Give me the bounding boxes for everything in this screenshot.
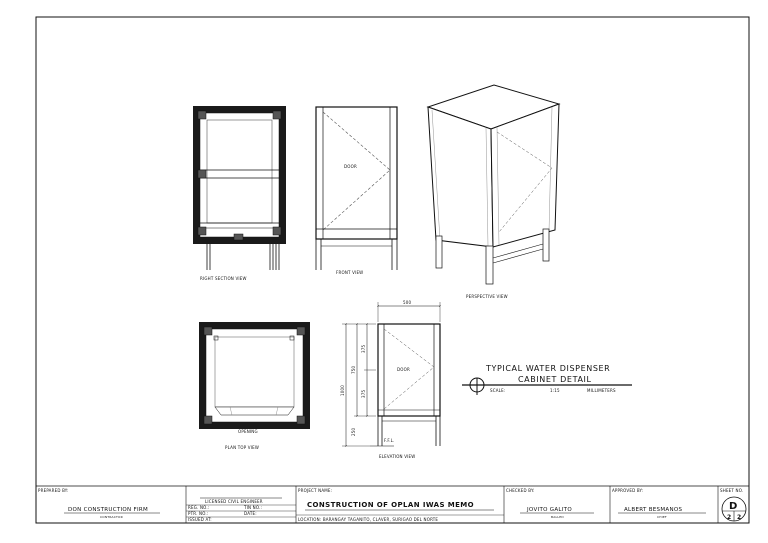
issued-at-label: ISSUED AT: bbox=[188, 517, 212, 522]
checked-by-label: CHECKED BY: bbox=[506, 488, 535, 493]
title-block: PREPARED BY: DON CONSTRUCTION FIRM CONTR… bbox=[36, 485, 749, 523]
ffl-label: F.F.L. bbox=[384, 438, 395, 443]
dim-middle: 750 bbox=[351, 366, 356, 374]
approved-by-label: APPROVED BY: bbox=[612, 488, 643, 493]
dim-leg: 250 bbox=[351, 428, 356, 436]
checked-by-role: BALLED bbox=[551, 515, 564, 519]
approved-by-name: ALBERT BESMANOS bbox=[624, 507, 682, 513]
elevation-view-label: ELEVATION VIEW bbox=[379, 454, 415, 459]
project-location: LOCATION: BARANGAY TAGANITO, CLAVER, SUR… bbox=[298, 517, 438, 522]
ptr-no-label: PTR. NO.: bbox=[188, 511, 208, 516]
sheet-num: 2 bbox=[727, 514, 731, 521]
detail-title-line2: CABINET DETAIL bbox=[518, 375, 592, 384]
sheet-border bbox=[35, 16, 750, 524]
perspective-view-label: PERSPECTIVE VIEW bbox=[466, 294, 508, 299]
firm-name: DON CONSTRUCTION FIRM bbox=[68, 507, 148, 513]
dim-upper: 375 bbox=[361, 345, 366, 353]
front-view: DOOR FRONT VIEW bbox=[315, 106, 398, 275]
dim-lower: 375 bbox=[361, 390, 366, 398]
detail-title-line1: TYPICAL WATER DISPENSER bbox=[485, 364, 610, 373]
plan-top-view: OPENING PLAN TOP VIEW bbox=[199, 322, 310, 450]
approved-by-role: CHIEF bbox=[657, 515, 667, 519]
firm-role: CONTRACTOR bbox=[100, 515, 123, 519]
dim-width: 500 bbox=[403, 300, 411, 305]
scale-value: 1:15 bbox=[550, 388, 560, 393]
front-view-label: FRONT VIEW bbox=[336, 270, 363, 275]
scale-units: MILLIMETERS bbox=[587, 388, 616, 393]
perspective-view: PERSPECTIVE VIEW bbox=[426, 84, 561, 299]
tin-no-label: TIN NO.: bbox=[243, 505, 262, 510]
sheet-no-label: SHEET NO. bbox=[720, 488, 743, 493]
sheet-total: 2 bbox=[737, 514, 741, 521]
sheet-letter: D bbox=[729, 501, 737, 512]
right-section-view-label: RIGHT SECTION VIEW bbox=[200, 276, 247, 281]
elevation-view: 500 1000 750 250 375 375 DOOR F.F.L. ELE… bbox=[340, 300, 440, 459]
engineer-label: LICENSED CIVIL ENGINEER bbox=[205, 499, 263, 504]
front-door-label: DOOR bbox=[344, 164, 357, 169]
opening-label: OPENING bbox=[238, 429, 258, 434]
detail-title: TYPICAL WATER DISPENSER CABINET DETAIL S… bbox=[462, 364, 632, 395]
date-label: DATE: bbox=[244, 511, 257, 516]
right-section-view: RIGHT SECTION VIEW bbox=[193, 106, 286, 281]
scale-label: SCALE: bbox=[490, 388, 505, 393]
prepared-by-label: PREPARED BY: bbox=[38, 488, 68, 493]
checked-by-name: JOVITO GALITO bbox=[526, 507, 572, 513]
elevation-door-label: DOOR bbox=[397, 367, 410, 372]
dim-total-height: 1000 bbox=[340, 385, 345, 396]
project-name: CONSTRUCTION OF OPLAN IWAS MEMO bbox=[307, 501, 474, 509]
plan-top-view-label: PLAN TOP VIEW bbox=[225, 445, 259, 450]
project-name-label: PROJECT NAME: bbox=[298, 488, 332, 493]
reg-no-label: REG. NO.: bbox=[188, 505, 209, 510]
